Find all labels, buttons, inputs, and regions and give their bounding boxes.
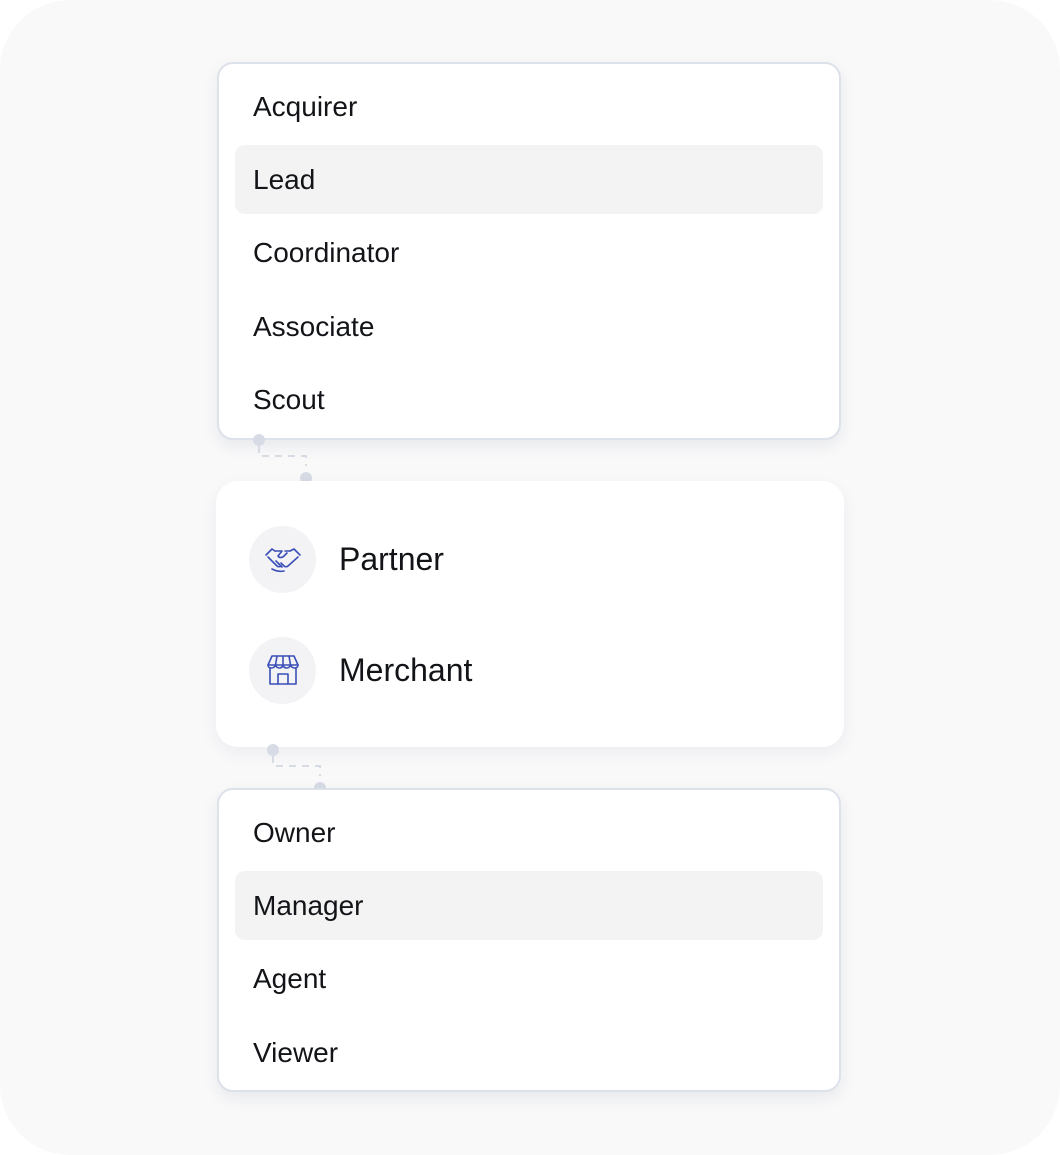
menu-item-owner[interactable]: Owner [253, 816, 336, 848]
type-option-partner[interactable]: Partner [249, 525, 444, 593]
menu-item-coordinator[interactable]: Coordinator [253, 237, 400, 269]
storefront-icon [249, 636, 316, 704]
menu-item-viewer[interactable]: Viewer [253, 1036, 339, 1068]
connector-top [253, 434, 312, 484]
bottom-role-menu: Owner Manager Agent Viewer [217, 788, 841, 1092]
type-option-merchant[interactable]: Merchant [249, 636, 472, 704]
menu-item-agent[interactable]: Agent [253, 963, 327, 995]
menu-item-scout[interactable]: Scout [253, 384, 325, 416]
top-role-menu: Acquirer Lead Coordinator Associate Scou… [217, 62, 841, 440]
menu-item-associate[interactable]: Associate [253, 310, 375, 342]
account-type-card: Partner Merchant [216, 481, 844, 747]
menu-item-acquirer[interactable]: Acquirer [253, 90, 358, 122]
menu-item-lead[interactable]: Lead [235, 145, 823, 215]
type-label-merchant: Merchant [339, 651, 473, 688]
type-label-partner: Partner [339, 540, 444, 577]
menu-item-manager[interactable]: Manager [235, 871, 823, 941]
handshake-icon [249, 525, 316, 593]
